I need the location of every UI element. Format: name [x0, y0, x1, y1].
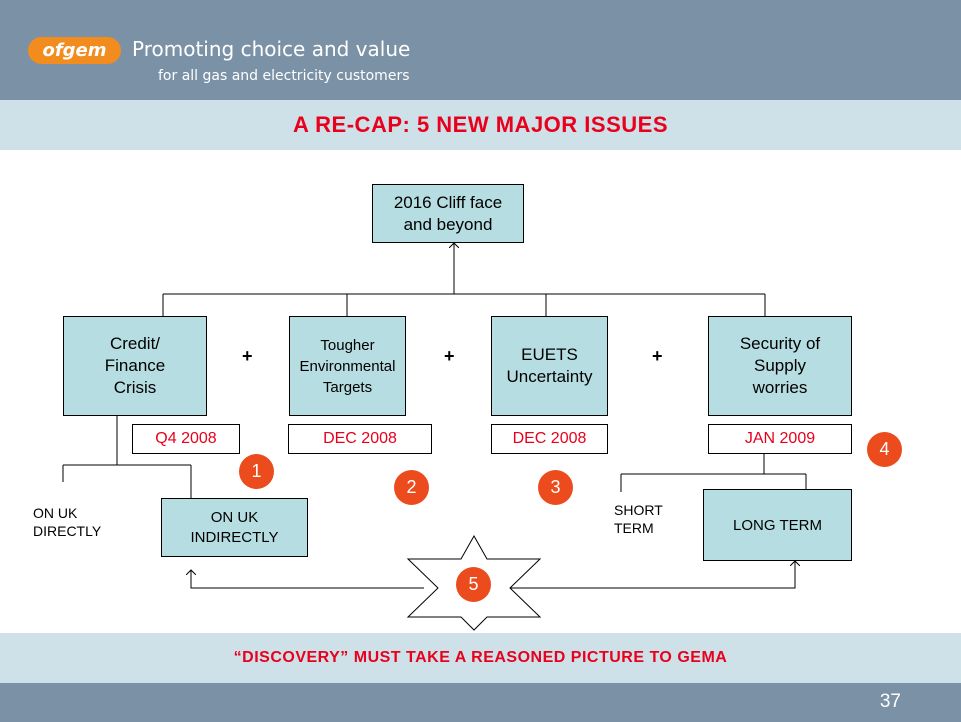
- badge-1: 1: [239, 454, 274, 489]
- plus-sign-2: +: [444, 346, 455, 366]
- slide-header: ofgem Promoting choice and value for all…: [0, 0, 961, 100]
- label-on-uk-directly: ON UK DIRECTLY: [33, 505, 102, 539]
- arrow-to-indirectly: [191, 570, 424, 589]
- label-on-uk-indirectly: ON UK INDIRECTLY: [190, 508, 279, 546]
- date-box-credit: Q4 2008: [132, 424, 240, 454]
- badge-2: 2: [394, 470, 429, 505]
- top-box-label: 2016 Cliff face and beyond: [393, 192, 503, 234]
- box-long-term: LONG TERM: [703, 489, 852, 561]
- box-on-uk-indirectly: ON UK INDIRECTLY: [161, 498, 308, 557]
- issue-box-security: Security of Supply worries: [708, 316, 852, 416]
- slide-title: A RE-CAP: 5 NEW MAJOR ISSUES: [292, 112, 668, 137]
- ofgem-logo: ofgem: [28, 37, 121, 64]
- label-short-term: SHORT TERM: [614, 502, 663, 536]
- footer-bar: “DISCOVERY” MUST TAKE A REASONED PICTURE…: [0, 633, 961, 683]
- tagline-line2: for all gas and electricity customers: [158, 68, 410, 84]
- issue-label-credit: Credit/ Finance Crisis: [104, 334, 166, 397]
- badge-4: 4: [867, 432, 902, 467]
- issue-label-environmental: Tougher Environmental Targets: [299, 336, 396, 396]
- label-long-term: LONG TERM: [733, 516, 822, 534]
- plus-sign-1: +: [242, 346, 253, 366]
- footer-message: “DISCOVERY” MUST TAKE A REASONED PICTURE…: [233, 649, 728, 666]
- badge-5: 5: [456, 567, 491, 602]
- plus-sign-3: +: [652, 346, 663, 366]
- issue-label-euets: EUETS Uncertainty: [506, 345, 593, 386]
- badge-3: 3: [538, 470, 573, 505]
- issue-box-credit: Credit/ Finance Crisis: [63, 316, 207, 416]
- top-box-cliff-face: 2016 Cliff face and beyond: [372, 184, 524, 243]
- issue-box-environmental: Tougher Environmental Targets: [289, 316, 406, 416]
- issue-box-euets: EUETS Uncertainty: [491, 316, 608, 416]
- date-box-environmental: DEC 2008: [288, 424, 432, 454]
- date-box-euets: DEC 2008: [491, 424, 608, 454]
- page-number: 37: [879, 691, 901, 712]
- issue-label-security: Security of Supply worries: [739, 334, 821, 397]
- date-box-security: JAN 2009: [708, 424, 852, 454]
- arrow-to-long-term: [508, 561, 795, 589]
- tagline-line1: Promoting choice and value: [132, 37, 411, 61]
- bottom-bar: 37: [0, 683, 961, 722]
- title-bar: A RE-CAP: 5 NEW MAJOR ISSUES: [0, 100, 961, 150]
